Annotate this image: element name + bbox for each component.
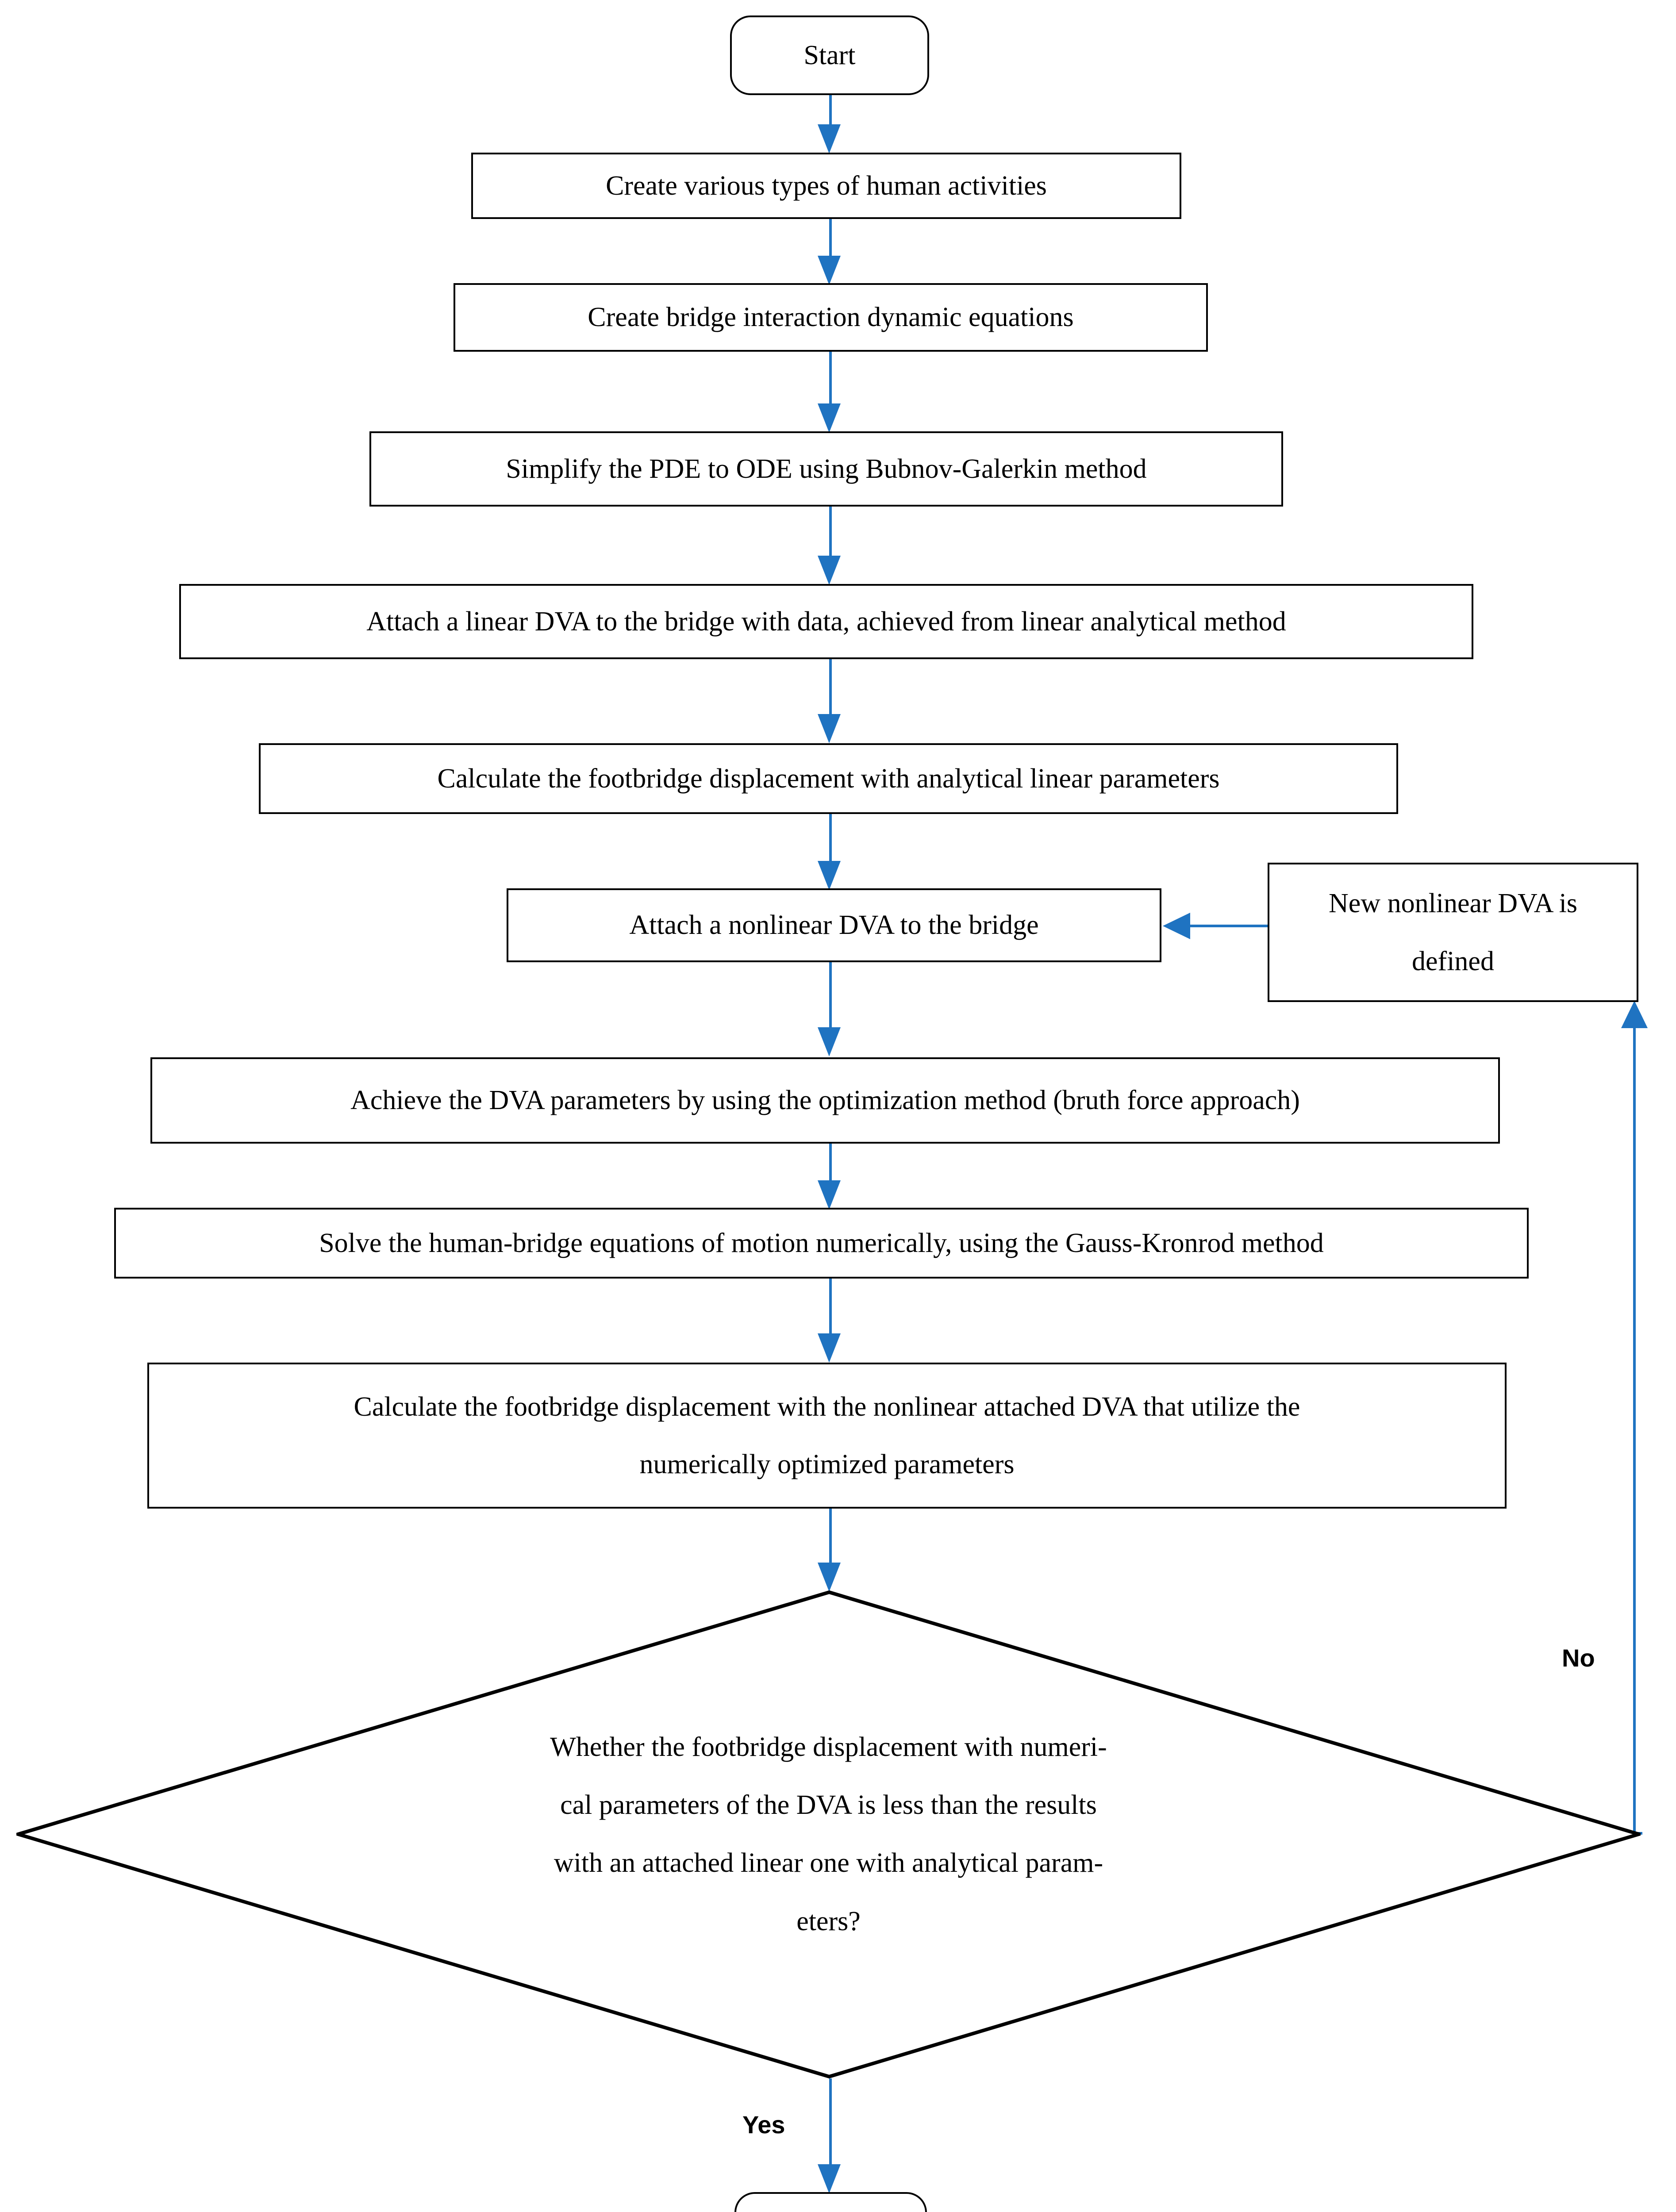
arrowhead-achieve-to-solve bbox=[818, 1180, 841, 1210]
node-start[interactable]: Start bbox=[730, 15, 929, 95]
arrowhead-no-to-new-dva bbox=[1621, 1001, 1648, 1028]
arrowhead-calc-linear-to-attach-nonlinear bbox=[818, 861, 841, 890]
connector-simplify-to-attach-linear bbox=[829, 506, 832, 560]
node-solve-equations-of-motion[interactable]: Solve the human-bridge equations of moti… bbox=[114, 1208, 1529, 1279]
node-calculate-linear-displacement[interactable]: Calculate the footbridge displacement wi… bbox=[259, 743, 1398, 814]
connector-start-to-activities bbox=[829, 94, 832, 129]
decision-diamond-shape bbox=[16, 1590, 1641, 2078]
new-dva-line-1: New nonlinear DVA is bbox=[1329, 888, 1577, 919]
connector-achieve-to-solve bbox=[829, 1143, 832, 1185]
connector-new-dva-to-attach-nonlinear bbox=[1190, 925, 1270, 927]
node-new-nonlinear-dva-defined[interactable]: New nonlinear DVA is defined bbox=[1268, 863, 1638, 1002]
node-end[interactable]: End bbox=[734, 2192, 927, 2212]
arrowhead-decision-to-end bbox=[818, 2164, 841, 2193]
arrowhead-calc-nonlinear-to-decision bbox=[818, 1563, 841, 1592]
new-dva-line-2: defined bbox=[1412, 946, 1494, 976]
node-simplify-pde-to-ode[interactable]: Simplify the PDE to ODE using Bubnov-Gal… bbox=[369, 431, 1283, 507]
branch-label-no: No bbox=[1562, 1644, 1595, 1672]
connector-decision-to-end bbox=[829, 2078, 832, 2167]
arrowhead-solve-to-calc-nonlinear bbox=[818, 1333, 841, 1363]
node-achieve-dva-parameters[interactable]: Achieve the DVA parameters by using the … bbox=[150, 1057, 1500, 1144]
connector-calc-linear-to-attach-nonlinear bbox=[829, 813, 832, 865]
node-attach-linear-dva[interactable]: Attach a linear DVA to the bridge with d… bbox=[179, 584, 1473, 659]
calc-nonlinear-line-1: Calculate the footbridge displacement wi… bbox=[354, 1391, 1300, 1422]
connector-solve-to-calc-nonlinear bbox=[829, 1278, 832, 1334]
connector-equations-to-simplify bbox=[829, 351, 832, 405]
arrowhead-equations-to-simplify bbox=[818, 403, 841, 433]
connector-calc-nonlinear-to-decision bbox=[829, 1508, 832, 1565]
arrowhead-attach-linear-to-calc-linear bbox=[818, 714, 841, 743]
arrowhead-activities-to-equations bbox=[818, 256, 841, 285]
connector-activities-to-equations bbox=[829, 218, 832, 258]
arrowhead-start-to-activities bbox=[818, 124, 841, 154]
connector-decision-no-vertical bbox=[1633, 1027, 1636, 1833]
node-decision-diamond[interactable]: Whether the footbridge displacement with… bbox=[16, 1590, 1641, 2078]
arrowhead-attach-nonlinear-to-achieve bbox=[818, 1027, 841, 1056]
connector-attach-nonlinear-to-achieve bbox=[829, 961, 832, 1028]
node-calculate-nonlinear-displacement[interactable]: Calculate the footbridge displacement wi… bbox=[147, 1363, 1507, 1509]
branch-label-yes: Yes bbox=[742, 2111, 785, 2139]
node-create-bridge-equations[interactable]: Create bridge interaction dynamic equati… bbox=[454, 283, 1208, 352]
node-create-human-activities[interactable]: Create various types of human activities bbox=[471, 153, 1181, 219]
arrowhead-new-dva-to-attach-nonlinear bbox=[1163, 913, 1190, 939]
calc-nonlinear-line-2: numerically optimized parameters bbox=[639, 1449, 1015, 1479]
arrowhead-simplify-to-attach-linear bbox=[818, 556, 841, 585]
node-attach-nonlinear-dva[interactable]: Attach a nonlinear DVA to the bridge bbox=[507, 888, 1161, 962]
connector-attach-linear-to-calc-linear bbox=[829, 658, 832, 715]
